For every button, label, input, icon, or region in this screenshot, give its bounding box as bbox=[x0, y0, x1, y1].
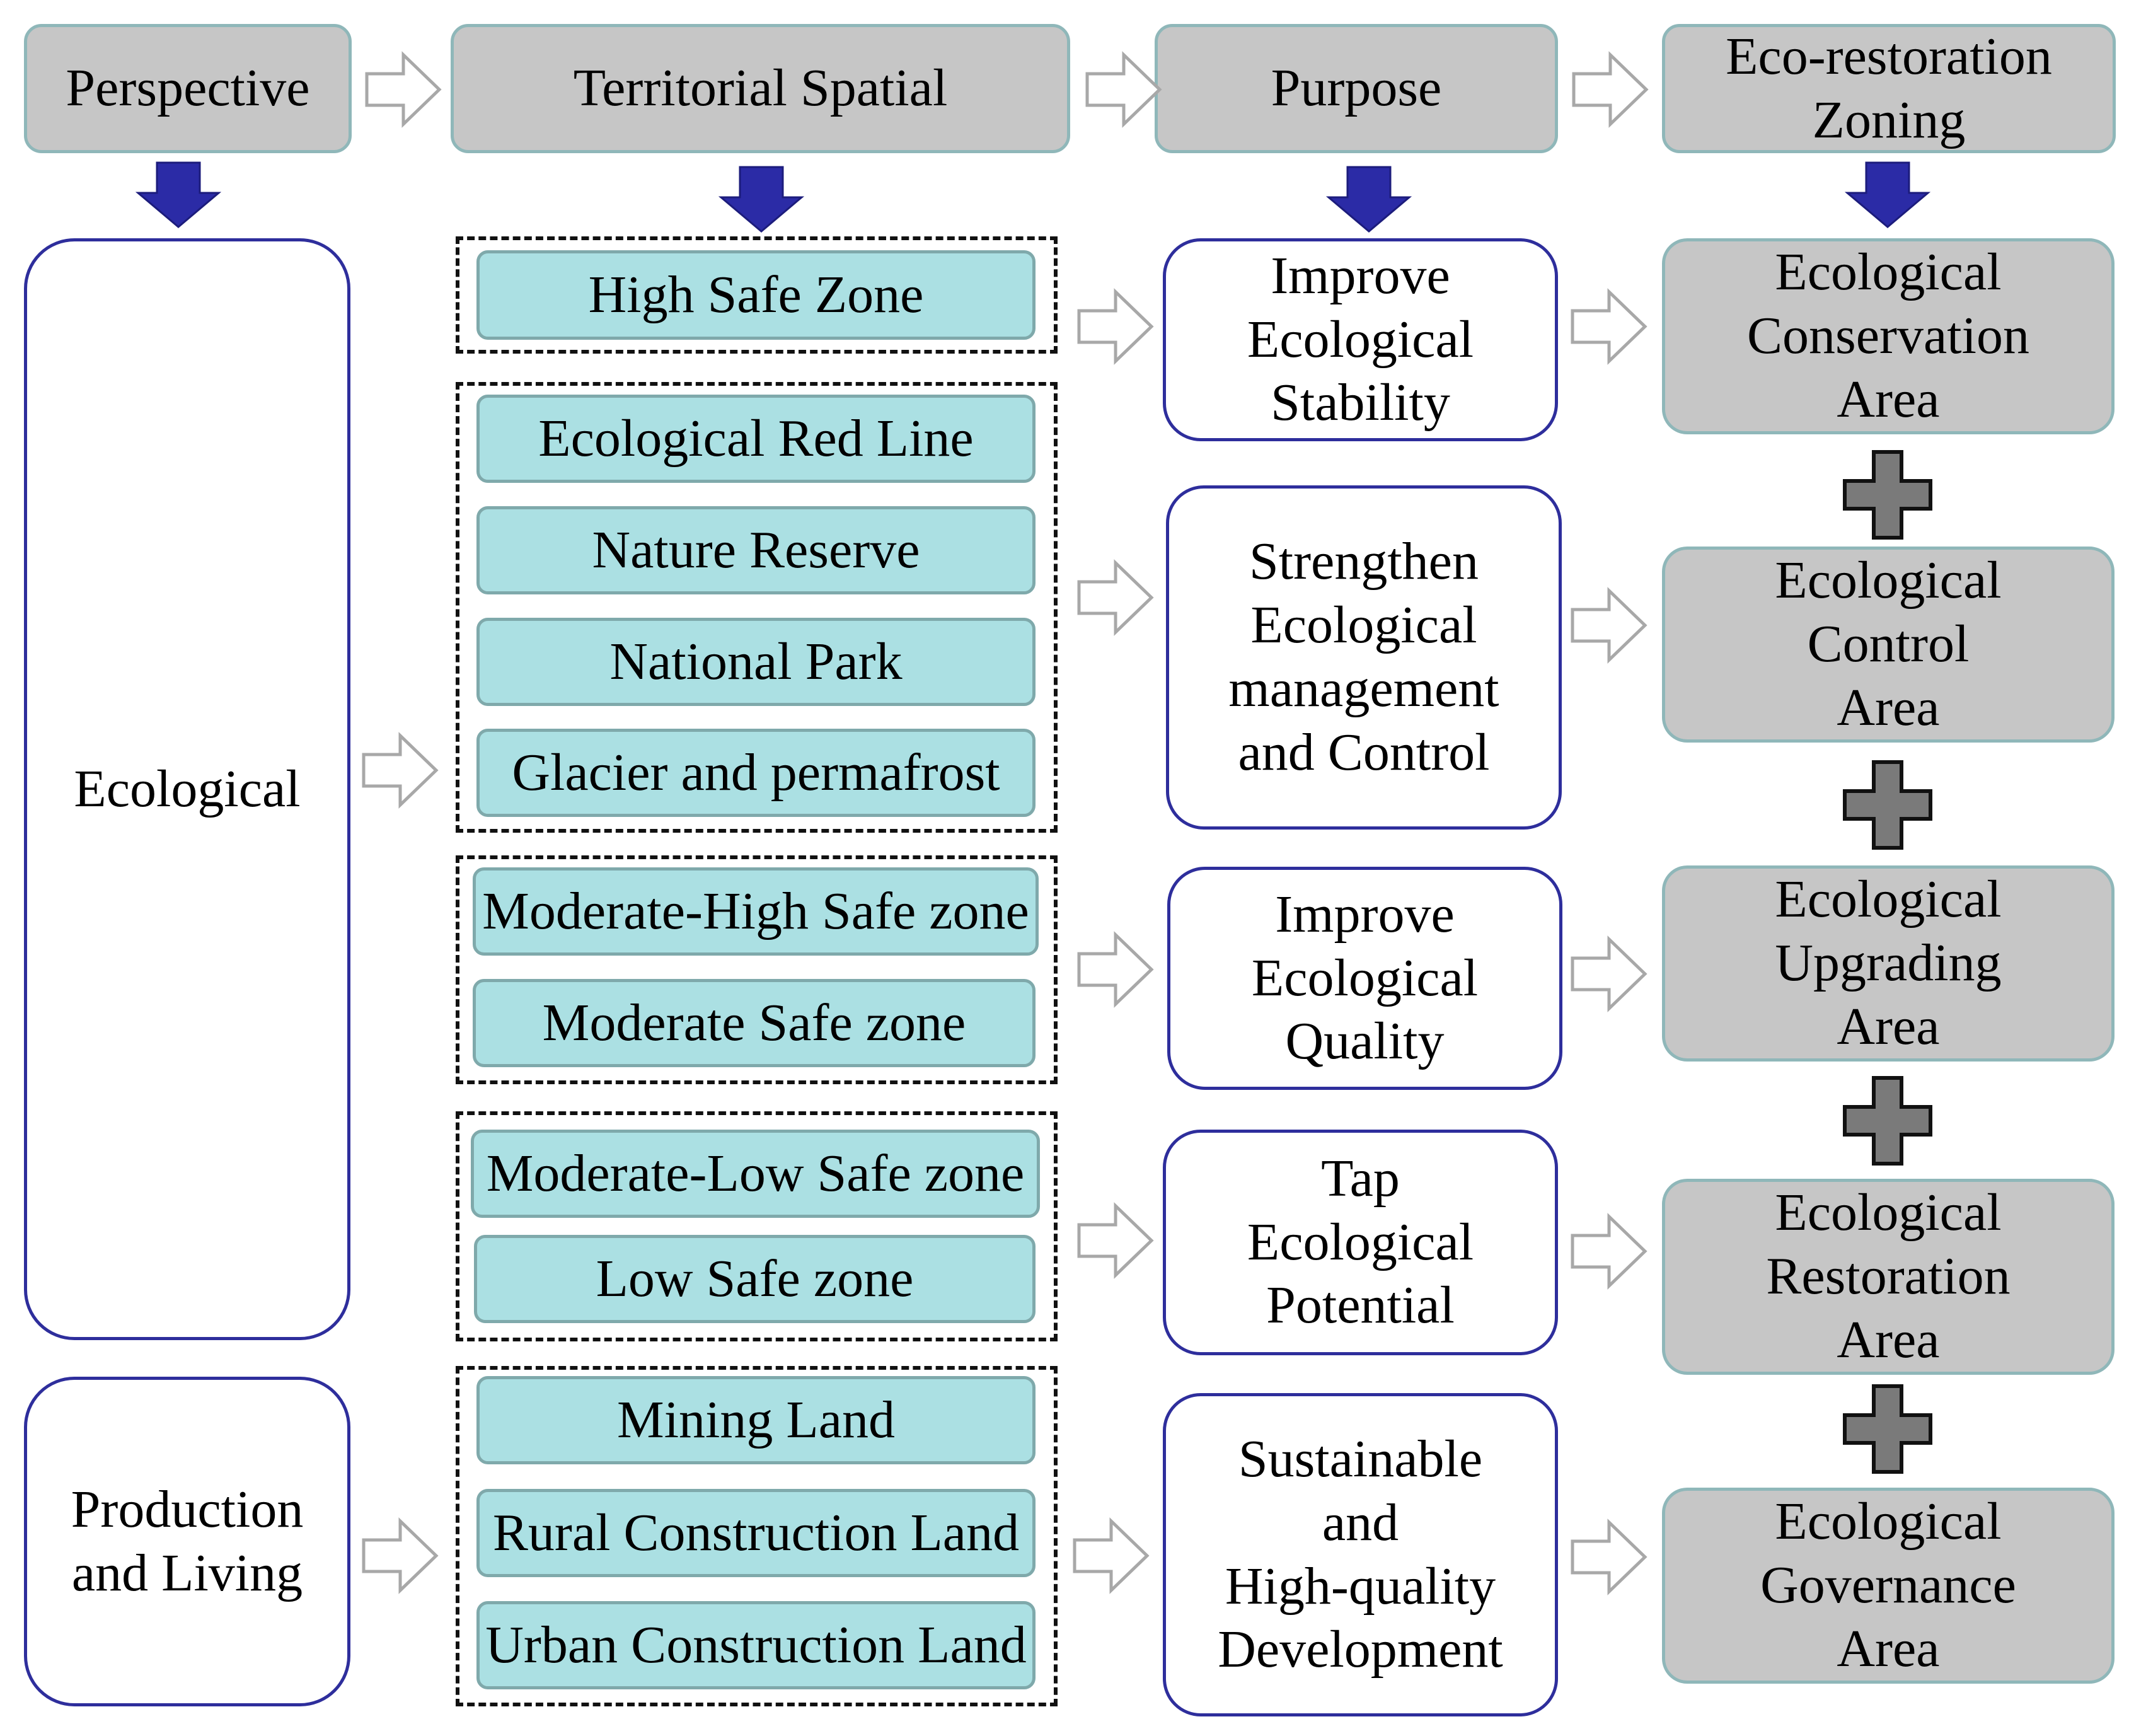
zone-upgrading-area-label: Ecological Upgrading Area bbox=[1775, 870, 2002, 1056]
zone-governance-area: Ecological Governance Area bbox=[1662, 1488, 2115, 1684]
perspective-ecological: Ecological bbox=[24, 238, 350, 1340]
purpose-improve-quality: Improve Ecological Quality bbox=[1167, 867, 1562, 1090]
header-perspective-label: Perspective bbox=[66, 59, 310, 118]
zone-upgrading-area: Ecological Upgrading Area bbox=[1662, 865, 2115, 1062]
hollow-arrow-icon bbox=[1572, 292, 1645, 361]
hollow-arrow-icon bbox=[367, 55, 439, 124]
territorial-urban-construction-land-label: Urban Construction Land bbox=[485, 1615, 1027, 1674]
plus-icon bbox=[1845, 762, 1930, 848]
hollow-arrow-icon bbox=[1079, 935, 1151, 1004]
hollow-arrow-icon bbox=[1079, 1206, 1151, 1275]
territorial-moderate-high-safe-zone: Moderate-High Safe zone bbox=[473, 867, 1039, 956]
territorial-moderate-low-safe-zone: Moderate-Low Safe zone bbox=[471, 1130, 1040, 1218]
perspective-ecological-label: Ecological bbox=[74, 759, 301, 818]
hollow-arrow-icon bbox=[1079, 292, 1151, 361]
hollow-arrow-icon bbox=[1087, 55, 1160, 124]
zone-restoration-area-label: Ecological Restoration Area bbox=[1766, 1183, 2011, 1369]
purpose-improve-stability-label: Improve Ecological Stability bbox=[1247, 246, 1474, 432]
territorial-moderate-low-safe-zone-label: Moderate-Low Safe zone bbox=[486, 1143, 1025, 1203]
territorial-urban-construction-land: Urban Construction Land bbox=[476, 1601, 1036, 1689]
hollow-arrow-icon bbox=[1572, 1217, 1645, 1286]
purpose-strengthen-management-label: Strengthen Ecological management and Con… bbox=[1228, 532, 1499, 782]
header-territorial-spatial: Territorial Spatial bbox=[451, 24, 1070, 153]
zone-conservation-area-label: Ecological Conservation Area bbox=[1747, 243, 2029, 429]
territorial-glacier-permafrost: Glacier and permafrost bbox=[476, 729, 1036, 817]
territorial-mining-land: Mining Land bbox=[476, 1376, 1036, 1464]
hollow-arrow-icon bbox=[1572, 1522, 1645, 1592]
hollow-arrow-icon bbox=[364, 736, 436, 805]
purpose-sustainable-development: Sustainable and High-quality Development bbox=[1163, 1393, 1558, 1716]
territorial-rural-construction-land-label: Rural Construction Land bbox=[492, 1503, 1020, 1562]
header-eco-restoration-zoning-label: Eco-restoration Zoning bbox=[1726, 26, 2052, 149]
down-arrow-icon bbox=[1327, 166, 1411, 233]
hollow-arrow-icon bbox=[1572, 939, 1645, 1009]
territorial-nature-reserve-label: Nature Reserve bbox=[592, 520, 920, 579]
territorial-low-safe-zone-label: Low Safe zone bbox=[596, 1249, 914, 1308]
purpose-tap-potential-label: Tap Ecological Potential bbox=[1247, 1149, 1474, 1335]
perspective-production-living-label: Production and Living bbox=[71, 1479, 304, 1602]
territorial-rural-construction-land: Rural Construction Land bbox=[476, 1489, 1036, 1577]
zone-control-area-label: Ecological Control Area bbox=[1775, 551, 2002, 737]
territorial-high-safe-zone: High Safe Zone bbox=[476, 250, 1036, 340]
territorial-moderate-safe-zone-label: Moderate Safe zone bbox=[542, 993, 966, 1052]
group-ecological-red-line bbox=[456, 382, 1058, 833]
purpose-improve-stability: Improve Ecological Stability bbox=[1163, 238, 1558, 441]
territorial-national-park: National Park bbox=[476, 618, 1036, 706]
hollow-arrow-icon bbox=[1079, 563, 1151, 632]
territorial-moderate-high-safe-zone-label: Moderate-High Safe zone bbox=[482, 881, 1029, 940]
zone-governance-area-label: Ecological Governance Area bbox=[1760, 1492, 2016, 1678]
plus-icon bbox=[1845, 452, 1930, 538]
territorial-mining-land-label: Mining Land bbox=[617, 1390, 895, 1449]
hollow-arrow-icon bbox=[1574, 55, 1646, 124]
group-construction-land bbox=[456, 1366, 1058, 1706]
territorial-ecological-red-line-label: Ecological Red Line bbox=[538, 408, 974, 468]
territorial-national-park-label: National Park bbox=[609, 632, 903, 691]
plus-icon bbox=[1845, 1078, 1930, 1164]
down-arrow-icon bbox=[720, 166, 803, 233]
group-high-safe bbox=[456, 236, 1058, 354]
group-moderate-low bbox=[456, 1111, 1058, 1341]
header-territorial-spatial-label: Territorial Spatial bbox=[573, 59, 948, 118]
down-arrow-icon bbox=[1846, 161, 1929, 228]
down-arrow-icon bbox=[137, 161, 220, 228]
zone-control-area: Ecological Control Area bbox=[1662, 547, 2115, 743]
plus-icon bbox=[1845, 1386, 1930, 1472]
territorial-glacier-permafrost-label: Glacier and permafrost bbox=[512, 743, 1000, 802]
territorial-ecological-red-line: Ecological Red Line bbox=[476, 395, 1036, 483]
territorial-low-safe-zone: Low Safe zone bbox=[474, 1235, 1036, 1323]
header-perspective: Perspective bbox=[24, 24, 352, 153]
header-eco-restoration-zoning: Eco-restoration Zoning bbox=[1662, 24, 2116, 153]
perspective-production-living: Production and Living bbox=[24, 1377, 350, 1706]
hollow-arrow-icon bbox=[1075, 1521, 1147, 1590]
territorial-moderate-safe-zone: Moderate Safe zone bbox=[473, 979, 1036, 1067]
group-moderate-high bbox=[456, 855, 1058, 1084]
purpose-improve-quality-label: Improve Ecological Quality bbox=[1251, 884, 1479, 1071]
zone-restoration-area: Ecological Restoration Area bbox=[1662, 1179, 2115, 1375]
zone-conservation-area: Ecological Conservation Area bbox=[1662, 238, 2115, 434]
purpose-tap-potential: Tap Ecological Potential bbox=[1163, 1130, 1558, 1355]
hollow-arrow-icon bbox=[364, 1521, 436, 1590]
hollow-arrow-icon bbox=[1572, 591, 1645, 660]
header-purpose-label: Purpose bbox=[1271, 59, 1442, 118]
territorial-nature-reserve: Nature Reserve bbox=[476, 506, 1036, 594]
purpose-strengthen-management: Strengthen Ecological management and Con… bbox=[1166, 485, 1562, 830]
purpose-sustainable-development-label: Sustainable and High-quality Development bbox=[1218, 1429, 1503, 1679]
territorial-high-safe-zone-label: High Safe Zone bbox=[588, 265, 924, 324]
